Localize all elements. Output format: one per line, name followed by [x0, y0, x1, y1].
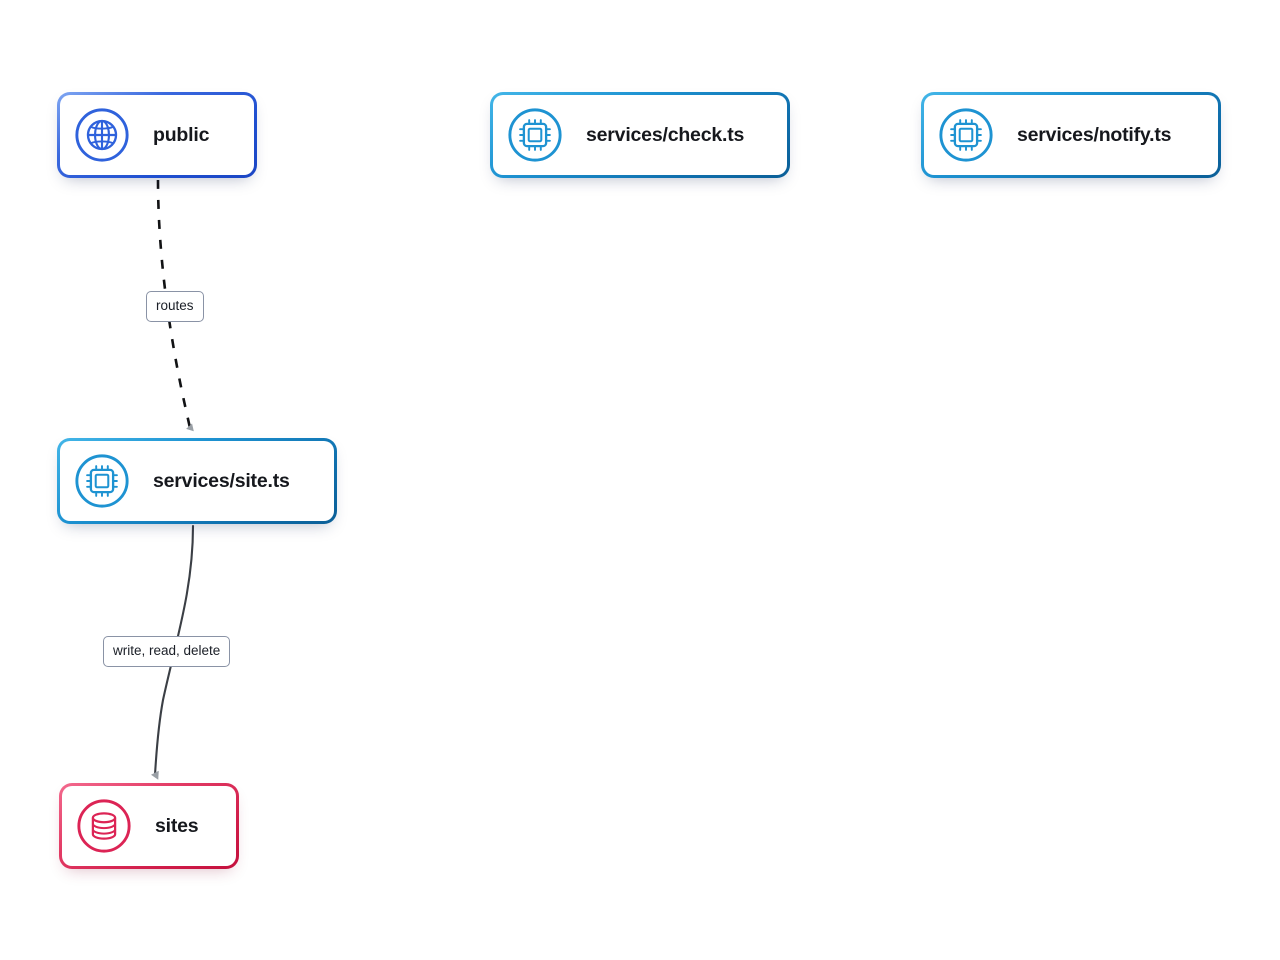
node-label-services-notify: services/notify.ts [1017, 123, 1172, 146]
node-public[interactable]: public [57, 92, 257, 178]
edge-label-write-read-delete: write, read, delete [103, 636, 231, 667]
cpu-chip-icon [75, 454, 129, 508]
cpu-chip-icon [939, 108, 993, 162]
database-icon [77, 799, 131, 853]
node-services-notify[interactable]: services/notify.ts [921, 92, 1221, 178]
globe-icon [75, 108, 129, 162]
node-sites[interactable]: sites [59, 783, 239, 869]
cpu-chip-icon [508, 108, 562, 162]
node-services-check[interactable]: services/check.ts [490, 92, 790, 178]
node-label-sites: sites [155, 814, 199, 837]
edge-label-routes: routes [146, 291, 204, 322]
node-label-services-site: services/site.ts [153, 469, 290, 492]
node-services-site[interactable]: services/site.ts [57, 438, 337, 524]
node-label-public: public [153, 123, 210, 146]
node-label-services-check: services/check.ts [586, 123, 745, 146]
